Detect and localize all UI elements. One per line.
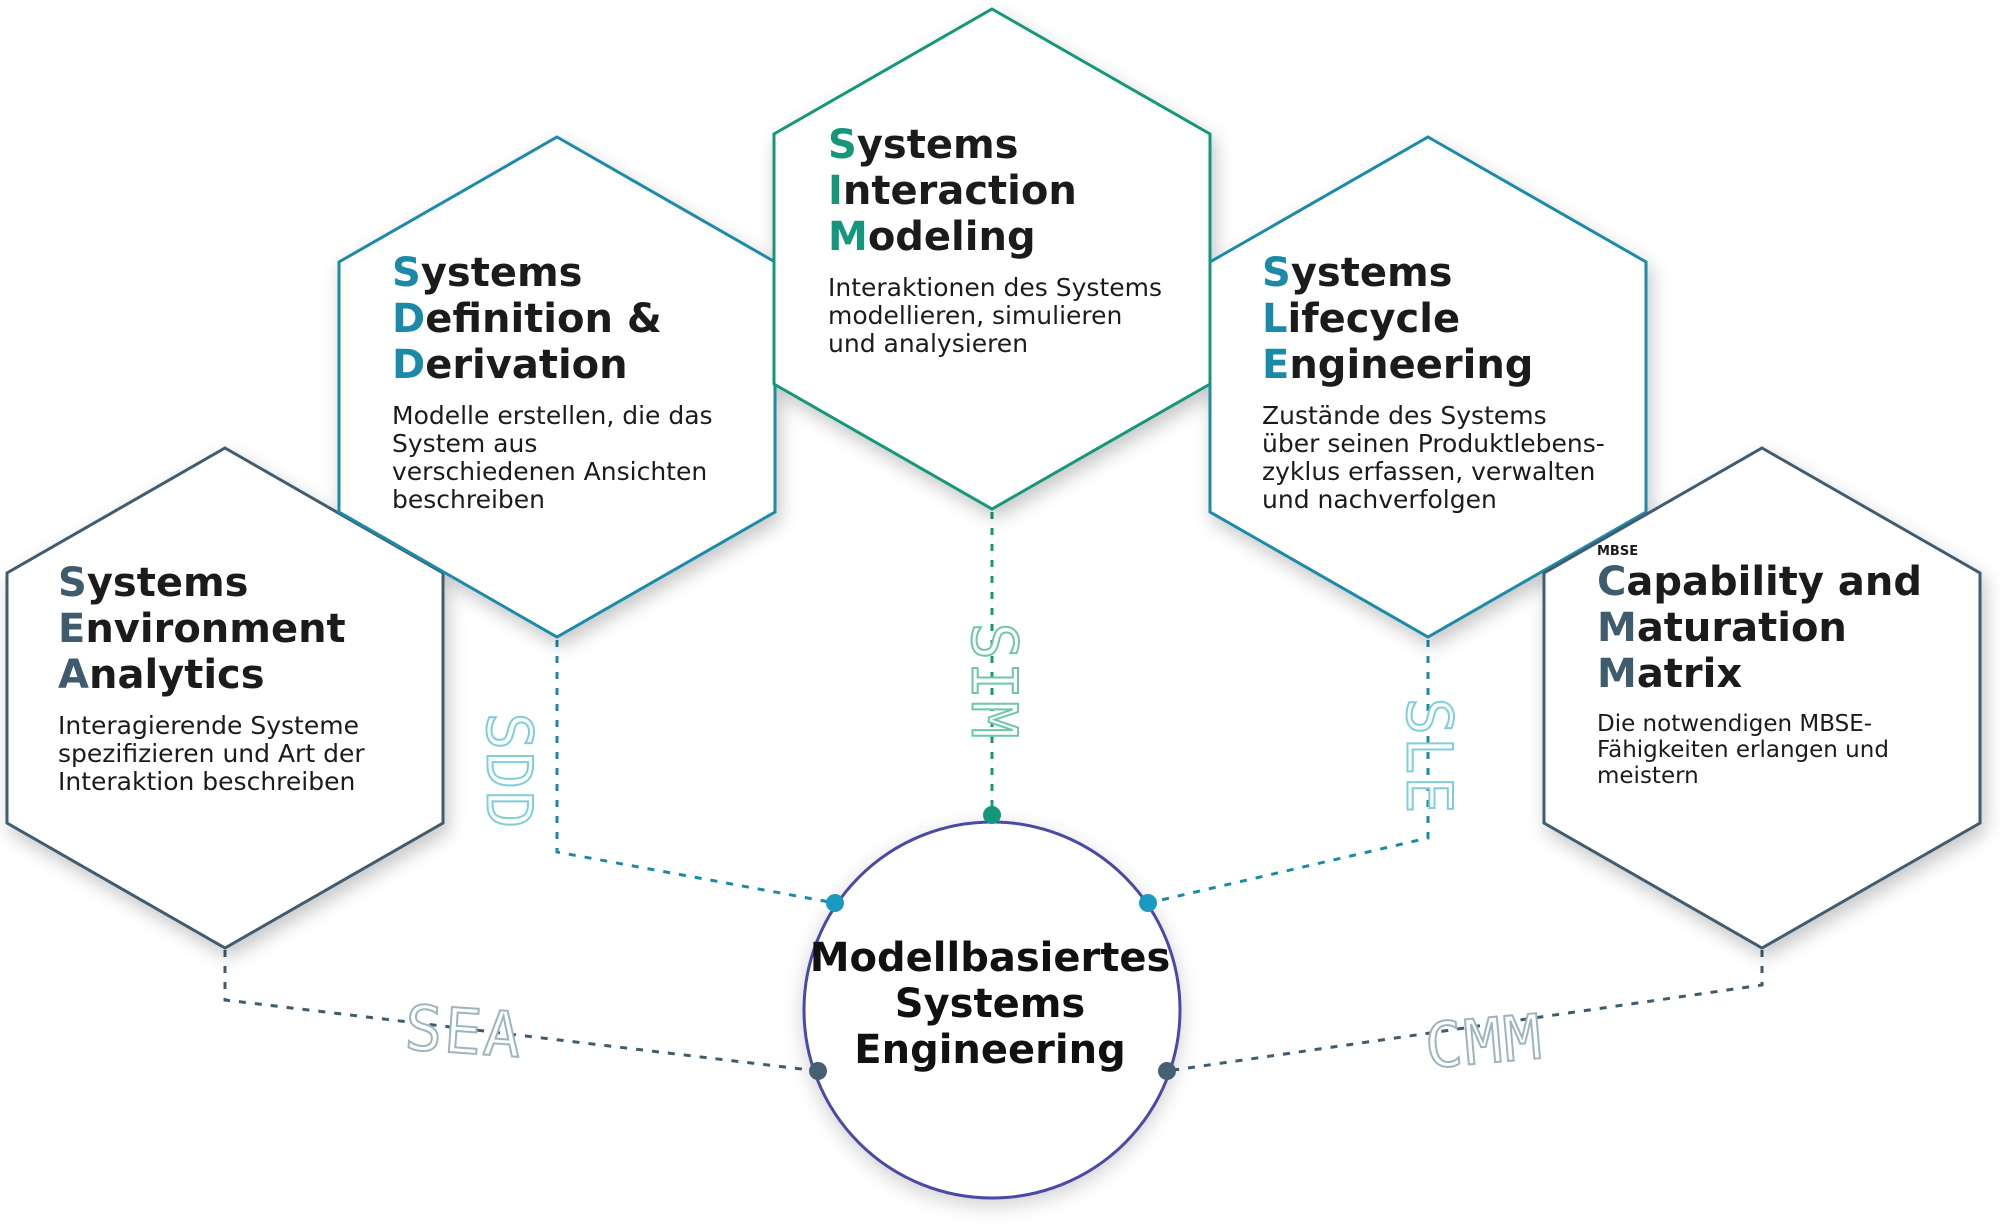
hexagon-cmm bbox=[1542, 446, 1982, 950]
title-rest: apability and bbox=[1626, 559, 1922, 605]
title-initial: M bbox=[1597, 651, 1637, 697]
dot-sim bbox=[983, 806, 1001, 824]
abbr-sle: SLE bbox=[1391, 697, 1466, 817]
title-rest: ifecycle bbox=[1287, 296, 1461, 342]
title-initial: I bbox=[828, 168, 843, 214]
module-title: Systems Environment Analytics bbox=[58, 560, 398, 698]
module-description: Interaktionen des Systems modellieren, s… bbox=[828, 273, 1163, 358]
abbr-sim: SIM bbox=[956, 622, 1031, 742]
connector-cmm bbox=[1166, 950, 1764, 1073]
connector-sea bbox=[223, 950, 819, 1073]
title-initial: A bbox=[58, 652, 89, 698]
title-initial: S bbox=[1262, 250, 1291, 296]
dot-cmm bbox=[1158, 1062, 1176, 1080]
title-initial: C bbox=[1597, 559, 1627, 605]
title-rest: erivation bbox=[425, 342, 628, 388]
title-rest: ngineering bbox=[1289, 342, 1534, 388]
title-initial: S bbox=[392, 250, 421, 296]
module-title: Systems Definition & Derivation bbox=[392, 250, 732, 388]
module-title: Systems Lifecycle Engineering bbox=[1262, 250, 1607, 388]
abbr-sea: SEA bbox=[402, 990, 527, 1073]
center-title: Modellbasiertes Systems Engineering bbox=[809, 935, 1171, 1073]
module-sle: Systems Lifecycle Engineering Zustände d… bbox=[1262, 250, 1607, 514]
title-rest: nvironment bbox=[85, 606, 346, 652]
title-rest: ystems bbox=[1290, 250, 1453, 296]
title-initial: E bbox=[1262, 342, 1290, 388]
title-initial: S bbox=[828, 122, 857, 168]
title-rest: ystems bbox=[420, 250, 583, 296]
title-rest: atrix bbox=[1636, 651, 1743, 697]
module-sea: Systems Environment Analytics Interagier… bbox=[58, 560, 398, 796]
abbr-sdd: SDD bbox=[471, 712, 546, 832]
title-rest: aturation bbox=[1636, 605, 1847, 651]
module-description: Zustände des Systems über seinen Produkt… bbox=[1262, 401, 1605, 514]
connector-sdd bbox=[555, 640, 836, 905]
module-cmm: MBSE Capability and Maturation Matrix Di… bbox=[1597, 544, 1942, 790]
module-description: Interagierende Systeme spezifizieren und… bbox=[58, 711, 365, 796]
title-initial: M bbox=[1597, 605, 1637, 651]
module-sim: Systems Interaction Modeling Interaktion… bbox=[828, 122, 1173, 358]
title-rest: efinition & bbox=[425, 296, 662, 342]
abbr-cmm: CMM bbox=[1421, 999, 1547, 1084]
title-rest: odeling bbox=[867, 214, 1036, 260]
module-title: Systems Interaction Modeling bbox=[828, 122, 1173, 260]
hexagon-sim bbox=[772, 7, 1212, 511]
title-initial: D bbox=[392, 342, 426, 388]
dot-sle bbox=[1139, 894, 1157, 912]
title-initial: L bbox=[1262, 296, 1288, 342]
title-initial: S bbox=[58, 560, 87, 606]
module-kicker: MBSE bbox=[1597, 544, 1639, 559]
title-rest: ystems bbox=[856, 122, 1019, 168]
module-description: Die notwendigen MBSE-Fähigkeiten erlange… bbox=[1597, 711, 1889, 789]
connector-sle bbox=[1147, 640, 1430, 905]
title-initial: D bbox=[392, 296, 426, 342]
module-title: Capability and Maturation Matrix bbox=[1597, 559, 1942, 697]
dot-sdd bbox=[826, 894, 844, 912]
title-rest: nalytics bbox=[88, 652, 265, 698]
title-initial: E bbox=[58, 606, 86, 652]
title-rest: ystems bbox=[86, 560, 249, 606]
module-sdd: Systems Definition & Derivation Modelle … bbox=[392, 250, 732, 514]
dot-sea bbox=[809, 1062, 827, 1080]
title-initial: M bbox=[828, 214, 868, 260]
title-rest: nteraction bbox=[842, 168, 1077, 214]
module-description: Modelle erstellen, die das System aus ve… bbox=[392, 401, 713, 514]
